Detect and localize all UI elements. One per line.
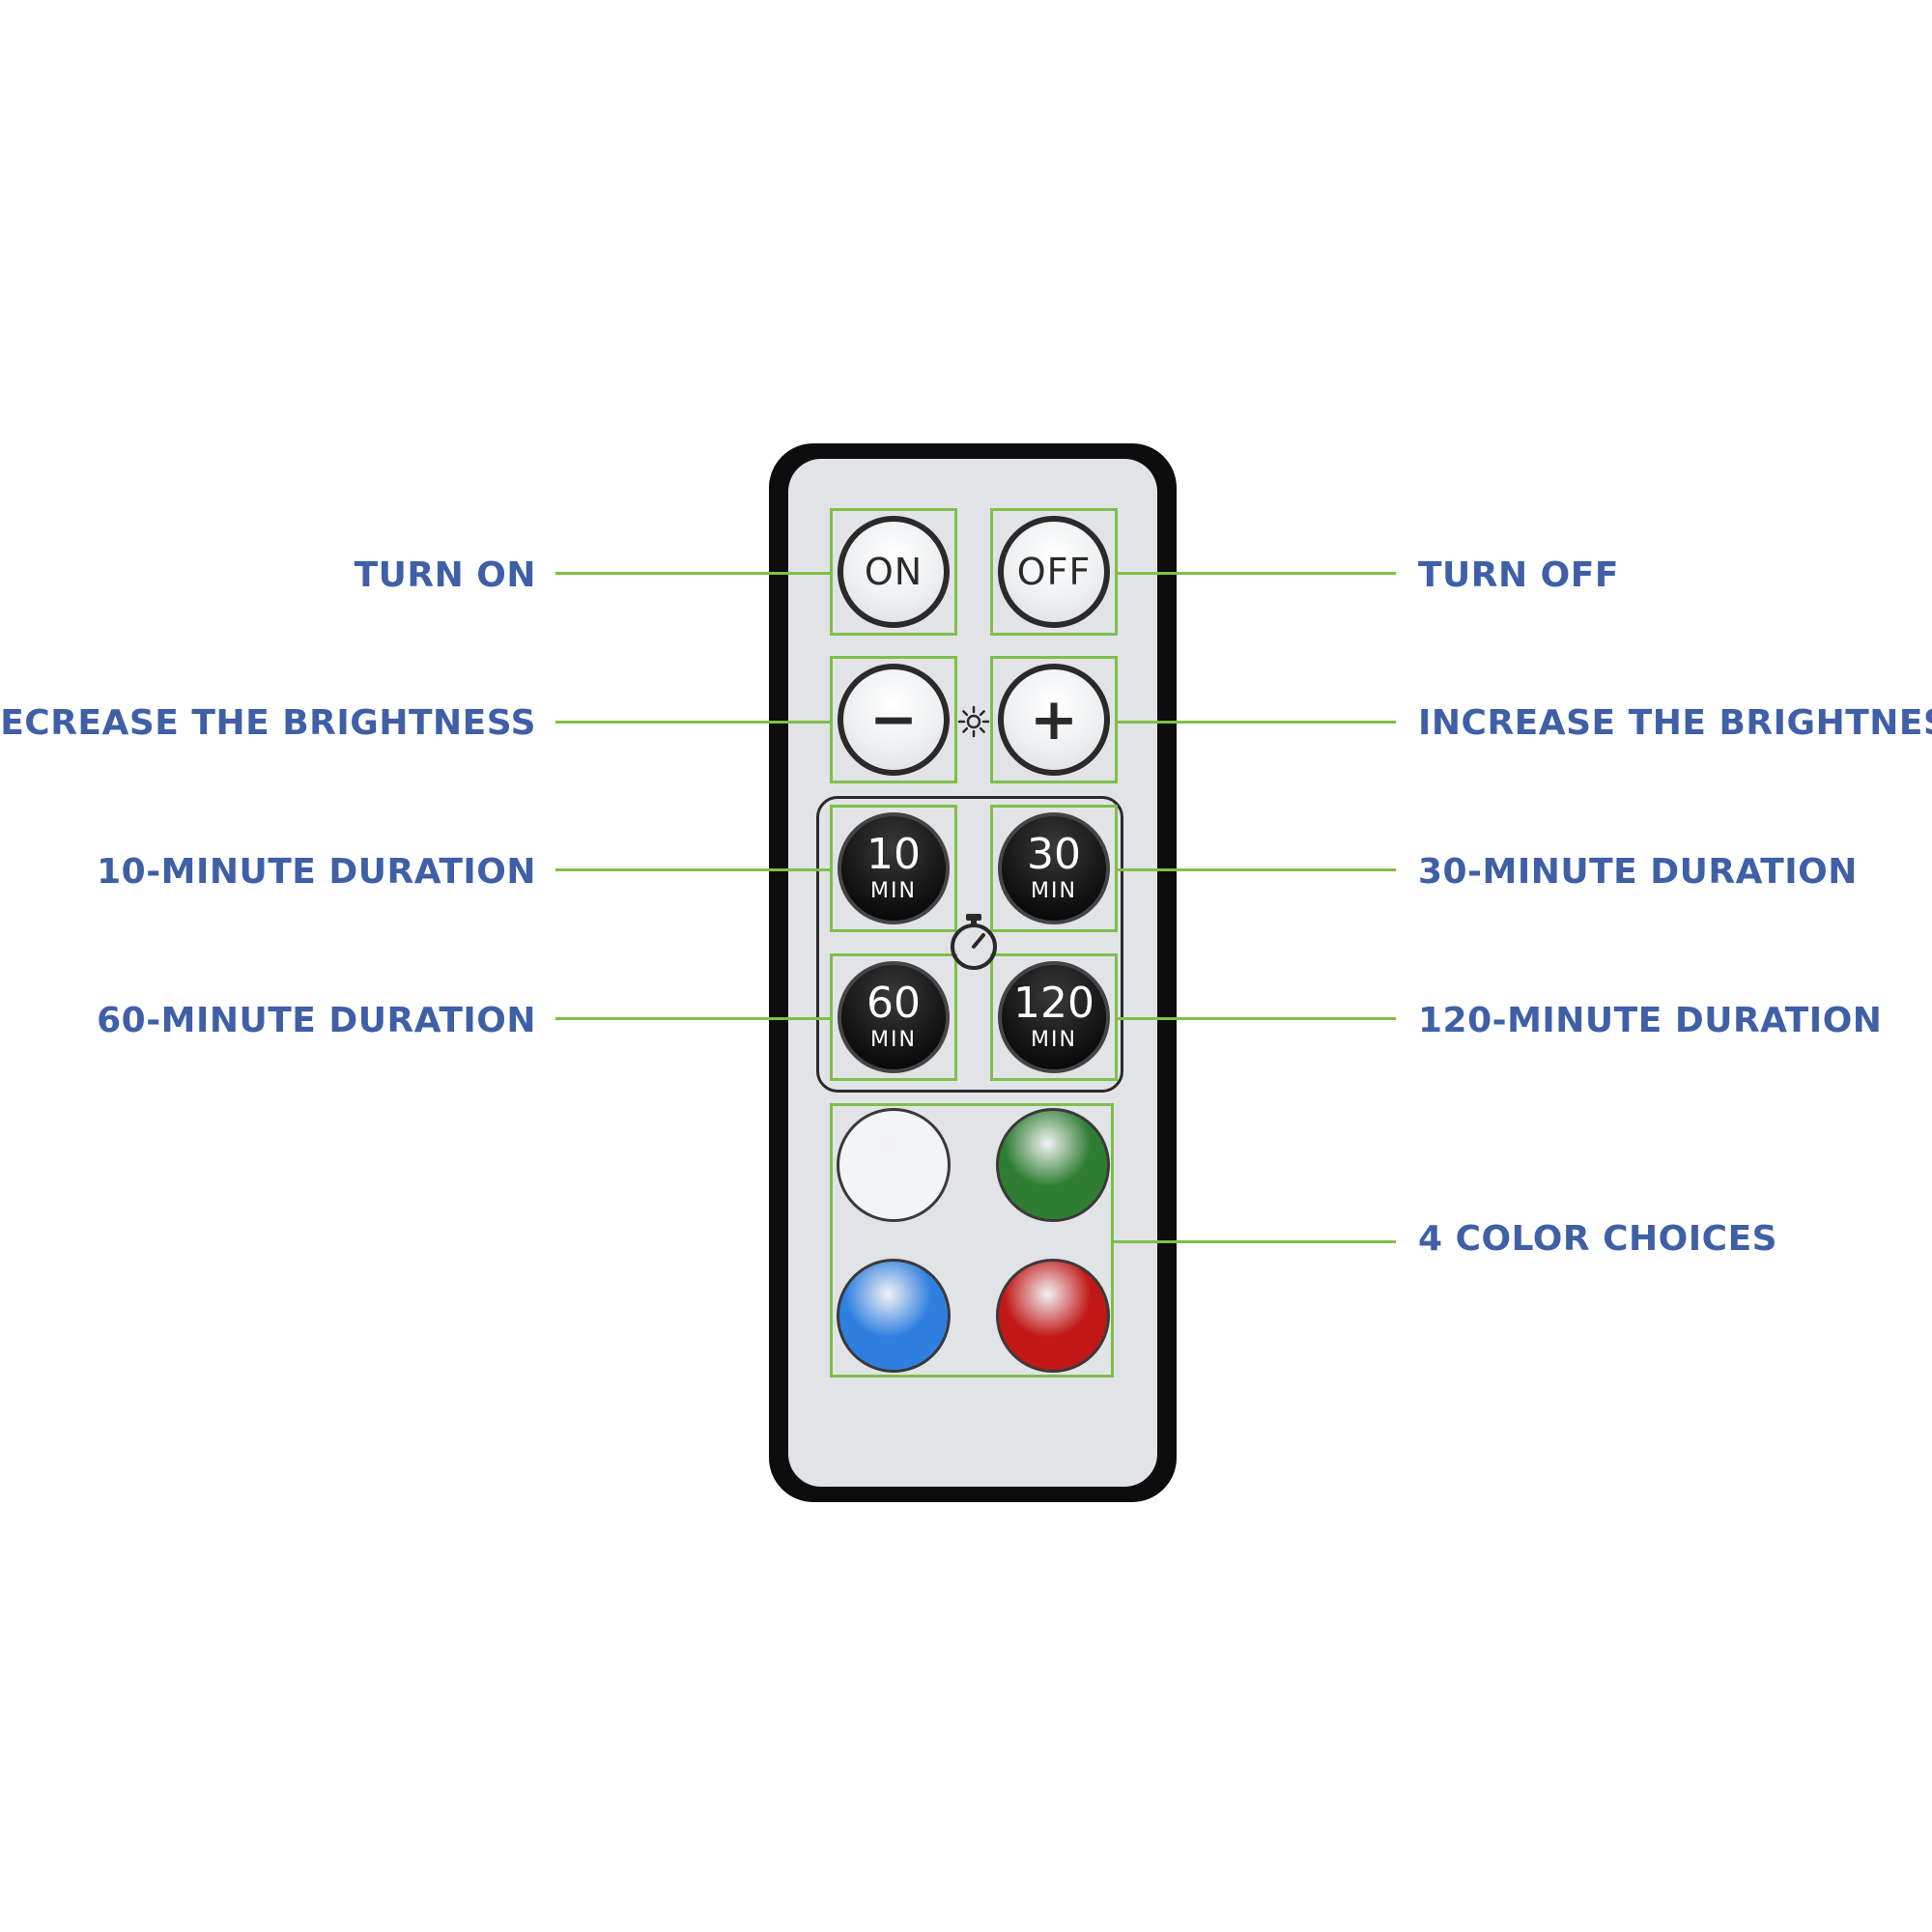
blue-color-button[interactable]: [837, 1259, 951, 1373]
leader-line-60-minute: [555, 1017, 831, 1020]
timer-60-unit: MIN: [870, 1028, 917, 1052]
label-color-choices: 4 COLOR CHOICES: [1418, 1219, 1778, 1259]
timer-10-button[interactable]: 10 MIN: [838, 812, 950, 924]
highlight-minus: [830, 656, 957, 783]
brightness-sun-icon: [957, 705, 990, 738]
timer-30-value: 30: [1027, 830, 1081, 879]
timer-10-value: 10: [867, 830, 921, 879]
highlight-30: [990, 805, 1118, 932]
timer-60-button[interactable]: 60 MIN: [838, 961, 950, 1073]
leader-line-decrease-brightness: [555, 721, 831, 724]
timer-60-value: 60: [867, 979, 921, 1028]
timer-30-button[interactable]: 30 MIN: [998, 812, 1110, 924]
label-60-minute: 60-MINUTE DURATION: [97, 1001, 536, 1040]
white-color-button[interactable]: [837, 1108, 951, 1222]
timer-30-unit: MIN: [1031, 879, 1077, 903]
highlight-60: [830, 953, 957, 1081]
label-turn-off: TURN OFF: [1418, 555, 1619, 595]
highlight-plus: [990, 656, 1118, 783]
label-10-minute: 10-MINUTE DURATION: [97, 852, 536, 892]
leader-line-120-minute: [1118, 1017, 1396, 1020]
leader-line-turn-on: [555, 572, 831, 575]
label-120-minute: 120-MINUTE DURATION: [1418, 1001, 1883, 1040]
leader-line-increase-brightness: [1118, 721, 1396, 724]
off-button-label: OFF: [1016, 551, 1092, 593]
highlight-on: [830, 508, 957, 636]
stopwatch-icon: [951, 914, 997, 970]
red-color-button[interactable]: [996, 1259, 1110, 1373]
plus-icon: +: [1029, 686, 1079, 753]
label-decrease-brightness: DECREASE THE BRIGHTNESS: [0, 703, 536, 743]
on-button-label: ON: [864, 551, 923, 593]
leader-line-30-minute: [1118, 868, 1396, 871]
label-turn-on: TURN ON: [354, 555, 536, 595]
highlight-colors: [830, 1103, 1114, 1378]
green-color-button[interactable]: [996, 1108, 1110, 1222]
increase-brightness-button[interactable]: +: [998, 664, 1110, 776]
timer-120-unit: MIN: [1031, 1028, 1077, 1052]
leader-line-turn-off: [1118, 572, 1396, 575]
highlight-120: [990, 953, 1118, 1081]
highlight-off: [990, 508, 1118, 636]
label-increase-brightness: INCREASE THE BRIGHTNESS: [1418, 703, 1932, 743]
highlight-10: [830, 805, 957, 932]
leader-line-color-choices: [1113, 1240, 1396, 1243]
on-button[interactable]: ON: [838, 516, 950, 628]
timer-10-unit: MIN: [870, 879, 917, 903]
off-button[interactable]: OFF: [998, 516, 1110, 628]
timer-120-button[interactable]: 120 MIN: [998, 961, 1110, 1073]
decrease-brightness-button[interactable]: −: [838, 664, 950, 776]
leader-line-10-minute: [555, 868, 831, 871]
label-30-minute: 30-MINUTE DURATION: [1418, 852, 1858, 892]
timer-button-group: [816, 796, 1123, 1093]
minus-icon: −: [868, 686, 919, 753]
timer-120-value: 120: [1013, 979, 1094, 1028]
